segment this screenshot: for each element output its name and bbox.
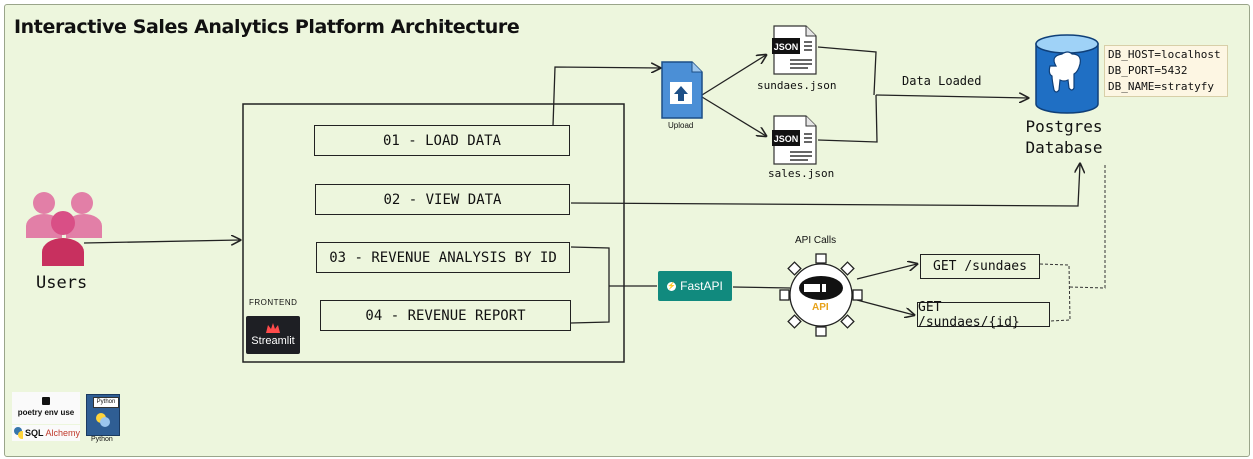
poetry-logo: poetry env use xyxy=(12,392,80,424)
python-logo-icon xyxy=(96,413,110,427)
python-tag: Python xyxy=(93,397,119,408)
json-badge-text: JSON xyxy=(774,134,799,144)
frontend-container xyxy=(242,103,625,363)
data-loaded-arrow xyxy=(875,95,1028,98)
gear-to-get-sundaes-arrow xyxy=(856,264,917,280)
db-label-line1: Postgres xyxy=(1025,117,1103,136)
sqlalchemy-prefix: SQL xyxy=(24,428,44,438)
db-label-line2: Database xyxy=(1025,138,1103,157)
env-db-host: DB_HOST=localhost xyxy=(1108,48,1221,61)
python-snake-icon xyxy=(14,427,23,439)
endpoint-get-sundaes[interactable]: GET /sundaes xyxy=(920,254,1040,279)
sqlalchemy-suffix: Alchemy xyxy=(45,428,80,438)
db-dashed-link xyxy=(1069,163,1106,289)
python-label: Python xyxy=(91,436,113,443)
fastapi-bolt-icon: ⚡ xyxy=(667,281,677,291)
data-loaded-label: Data Loaded xyxy=(902,74,982,88)
diagram-title: Interactive Sales Analytics Platform Arc… xyxy=(14,16,520,38)
fastapi-to-gear-line xyxy=(732,286,791,289)
api-gear-icon xyxy=(779,253,863,337)
step-revenue-report[interactable]: 04 - REVENUE REPORT xyxy=(320,300,571,331)
env-db-port: DB_PORT=5432 xyxy=(1108,64,1188,77)
sales-to-merge-line xyxy=(817,94,878,143)
view-to-db-arrow xyxy=(570,164,1080,207)
streamlit-logo: Streamlit xyxy=(246,316,300,354)
step-revenue-analysis[interactable]: 03 - REVENUE ANALYSIS BY ID xyxy=(316,242,570,273)
sales-json-label: sales.json xyxy=(768,167,835,180)
api-plug-label: API xyxy=(812,302,829,313)
env-db-name: DB_NAME=stratyfy xyxy=(1108,80,1214,93)
upload-to-sales-arrow xyxy=(701,96,766,136)
frontend-label: FRONTEND xyxy=(249,298,298,307)
upload-label: Upload xyxy=(668,121,694,130)
gear-to-get-sundae-id-arrow xyxy=(856,299,914,315)
streamlit-crown-icon xyxy=(266,323,280,333)
poetry-icon xyxy=(42,397,50,405)
fastapi-badge: ⚡ FastAPI xyxy=(658,271,732,301)
step3-bracket xyxy=(570,246,610,324)
sundaes-json-label: sundaes.json xyxy=(757,79,837,92)
upload-to-sundaes-arrow xyxy=(701,55,766,96)
json-file-icon: JSON xyxy=(772,115,817,165)
poetry-label: poetry env use xyxy=(17,408,75,417)
users-icon xyxy=(26,192,102,266)
step-view-data[interactable]: 02 - VIEW DATA xyxy=(315,184,570,215)
fastapi-label: FastAPI xyxy=(680,279,723,293)
streamlit-text: Streamlit xyxy=(251,335,295,347)
db-env-config: DB_HOST=localhost DB_PORT=5432 DB_NAME=s… xyxy=(1104,45,1228,97)
json-file-icon: JSON xyxy=(772,25,817,75)
endpoint-get-sundae-by-id[interactable]: GET /sundaes/{id} xyxy=(917,300,1050,330)
sundaes-to-merge-line xyxy=(817,46,877,96)
users-to-frontend-arrow xyxy=(83,240,240,243)
users-label: Users xyxy=(36,273,88,293)
postgres-database-icon xyxy=(1035,34,1099,114)
step-load-data[interactable]: 01 - LOAD DATA xyxy=(314,125,570,156)
json-badge-text: JSON xyxy=(774,42,799,52)
postgres-database-label: Postgres Database xyxy=(1012,116,1116,158)
load-to-upload-arrow xyxy=(552,67,660,127)
api-calls-label: API Calls xyxy=(795,235,837,246)
upload-icon xyxy=(661,61,703,119)
endpoint-dashed-link-1 xyxy=(1039,263,1071,322)
